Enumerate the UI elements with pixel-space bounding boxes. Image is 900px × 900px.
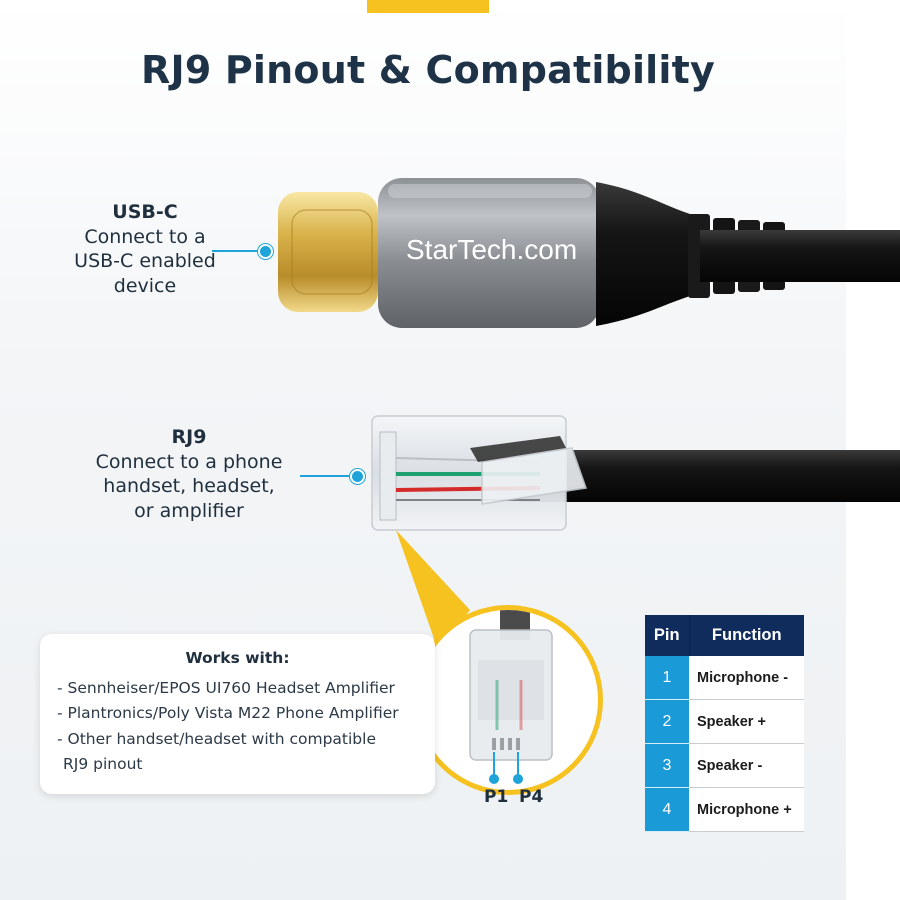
pin-marker-p1: P1 [484, 787, 509, 807]
pin-function: Speaker - [689, 743, 804, 788]
usbc-label-line: USB-C enabled [74, 250, 216, 272]
p4-marker-dot [513, 774, 523, 784]
usbc-cable [700, 230, 900, 282]
table-row: 1 Microphone - [645, 656, 804, 700]
rj9-callout-dot [350, 469, 365, 484]
table-row: 4 Microphone + [645, 787, 804, 832]
pin-number: 4 [645, 787, 689, 832]
pin-function: Speaker + [689, 699, 804, 744]
usbc-callout-line [212, 250, 264, 252]
brand-logo: StarTech.com [406, 234, 577, 265]
list-item: - Plantronics/Poly Vista M22 Phone Ampli… [57, 704, 399, 723]
list-item: RJ9 pinout [63, 754, 143, 773]
usbc-label: USB-C Connect to a USB-C enabled device [55, 200, 235, 298]
usbc-label-line: device [113, 274, 177, 297]
pin-function: Microphone + [689, 787, 804, 832]
compatibility-title: Works with: [185, 649, 290, 667]
p1-marker-dot [489, 774, 499, 784]
usbc-label-head: USB-C [112, 201, 178, 223]
usbc-strain-relief [596, 182, 690, 326]
column-header-function: Function [689, 615, 804, 656]
accent-bar [367, 0, 489, 13]
usbc-plug-icon [278, 192, 378, 312]
page-title: RJ9 Pinout & Compatibility [141, 48, 715, 92]
compatibility-list: - Sennheiser/EPOS UI760 Headset Amplifie… [57, 676, 399, 777]
rj9-cable [520, 450, 900, 502]
pin-marker-p4: P4 [519, 787, 544, 807]
pin-number: 3 [645, 743, 689, 788]
rj9-label: RJ9 Connect to a phone handset, headset,… [78, 425, 300, 523]
rj9-label-head: RJ9 [171, 426, 207, 448]
pin-number: 1 [645, 656, 689, 700]
rj9-label-line: or amplifier [134, 499, 244, 522]
pin-function: Microphone - [689, 656, 804, 700]
rj9-callout-line [300, 475, 356, 477]
usbc-housing [378, 178, 600, 328]
table-row: 2 Speaker + [645, 699, 804, 744]
table-header-row: Pin Function [645, 615, 804, 656]
column-header-pin: Pin [645, 615, 690, 656]
rj9-label-line: handset, headset, [103, 475, 275, 497]
usbc-callout-dot [258, 244, 273, 259]
table-row: 3 Speaker - [645, 743, 804, 788]
zoom-pointer [396, 530, 470, 650]
pinout-table: Pin Function 1 Microphone - 2 Speaker + … [645, 615, 804, 832]
list-item: - Other handset/headset with compatible [57, 729, 376, 748]
usbc-label-line: Connect to a [84, 225, 206, 248]
compatibility-box: Works with: - Sennheiser/EPOS UI760 Head… [40, 634, 435, 794]
list-item: - Sennheiser/EPOS UI760 Headset Amplifie… [57, 679, 395, 697]
rj9-label-line: Connect to a phone [95, 450, 283, 473]
pin-number: 2 [645, 699, 689, 744]
